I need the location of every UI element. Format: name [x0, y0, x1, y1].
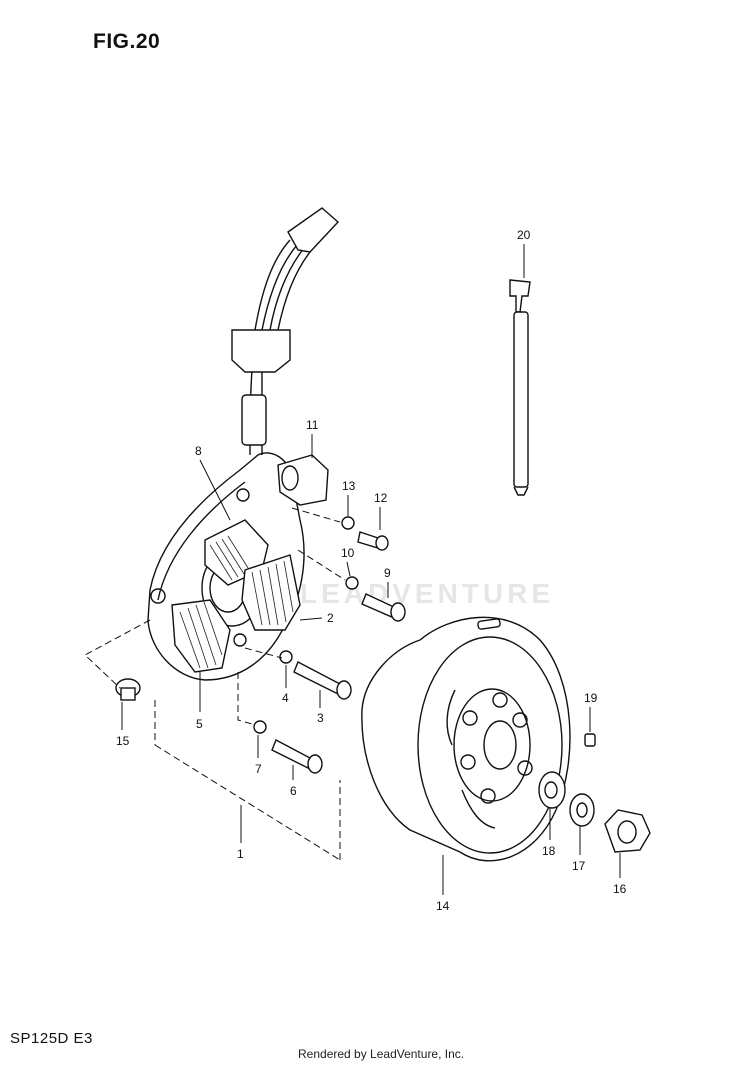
- washer-13: [341, 516, 355, 530]
- callout-5: 5: [196, 717, 203, 731]
- coil-lower: [171, 599, 231, 673]
- callout-17: 17: [572, 859, 586, 873]
- callout-leaders: [121, 434, 621, 895]
- figure-title: FIG.20: [93, 30, 161, 53]
- watermark: LEADVENTURE: [300, 578, 555, 609]
- callout-15: 15: [116, 734, 130, 748]
- callout-9: 9: [384, 566, 391, 580]
- callout-14: 14: [436, 899, 450, 913]
- dashed-leaders: [84, 507, 346, 861]
- callout-labels: 1 2 3 4 5 6 7 8 9 10 11 12 13 14 15 16 1…: [116, 228, 627, 913]
- callout-12: 12: [374, 491, 388, 505]
- callout-3: 3: [317, 711, 324, 725]
- render-credit: Rendered by LeadVenture, Inc.: [298, 1047, 465, 1061]
- washer-4: [279, 650, 293, 664]
- washer-18: [538, 771, 566, 809]
- callout-13: 13: [342, 479, 356, 493]
- tool-20: [509, 279, 531, 496]
- model-code: SP125D E3: [10, 1030, 93, 1047]
- screw-12: [357, 531, 389, 551]
- lockwasher-17: [569, 793, 595, 827]
- washer-7: [253, 720, 267, 734]
- screw-3: [293, 661, 352, 700]
- flywheel-rotor: [361, 616, 571, 862]
- callout-20: 20: [517, 228, 531, 242]
- callout-1: 1: [237, 847, 244, 861]
- washer-10: [345, 576, 359, 590]
- callout-6: 6: [290, 784, 297, 798]
- callout-11: 11: [306, 418, 319, 432]
- callout-19: 19: [584, 691, 598, 705]
- coil-right: [241, 554, 301, 631]
- screw-9: [361, 593, 406, 622]
- nut-16: [604, 809, 651, 853]
- wire-harness: [231, 207, 340, 456]
- key-19: [584, 733, 596, 747]
- callout-8: 8: [195, 444, 202, 458]
- callout-2: 2: [327, 611, 334, 625]
- screw-6: [271, 739, 323, 774]
- callout-18: 18: [542, 844, 556, 858]
- callout-10: 10: [341, 546, 355, 560]
- screw-15: [115, 678, 141, 701]
- callout-7: 7: [255, 762, 262, 776]
- callout-4: 4: [282, 691, 289, 705]
- callout-16: 16: [613, 882, 627, 896]
